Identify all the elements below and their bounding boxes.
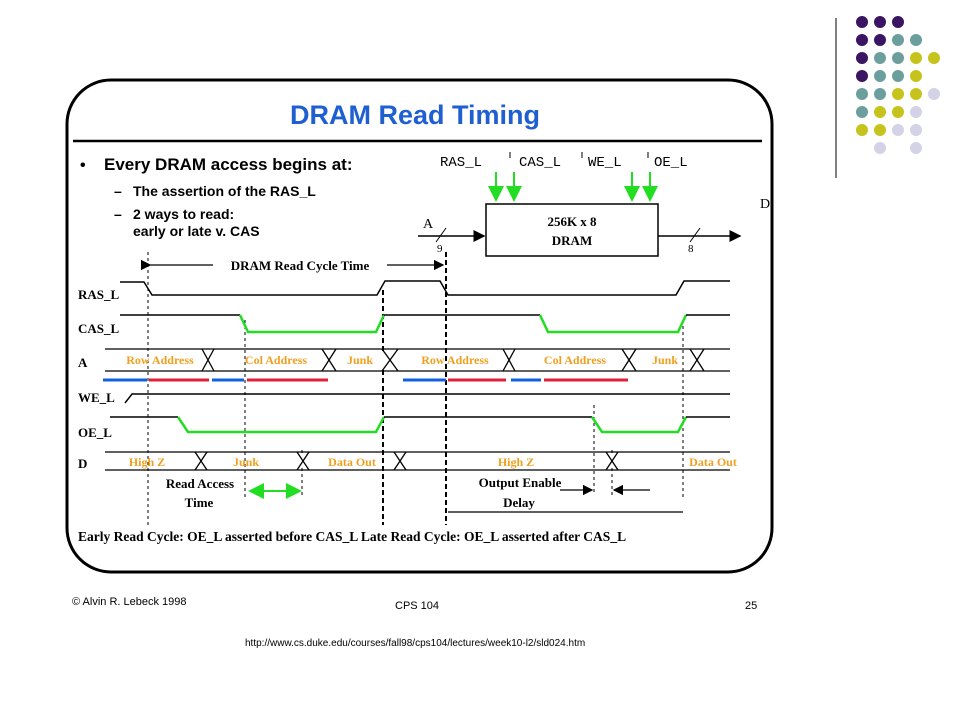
dram-block-diagram: RAS_L CAS_L WE_L OE_L 256K x 8 DRAM A 9 … (418, 152, 770, 257)
dash-glyph-2: – (114, 206, 122, 222)
cycle-time-label: DRAM Read Cycle Time (231, 258, 370, 273)
read-access-label: Read Access (166, 476, 234, 491)
data-out-2: Data Out (689, 455, 737, 469)
slide-title: DRAM Read Timing (290, 100, 540, 130)
data-out-1: Data Out (328, 455, 376, 469)
addr-bus-width: 9 (437, 243, 443, 255)
signal-cas: CAS_L (78, 321, 120, 336)
slide-frame (65, 78, 774, 574)
data-highz-1: High Z (129, 455, 165, 469)
waveform-ras (120, 280, 730, 296)
output-enable-label-2: Delay (503, 495, 535, 510)
addr-col-1: Col Address (245, 353, 307, 367)
waveform-oe-low-1 (176, 416, 386, 434)
footer-copyright: © Alvin R. Lebeck 1998 (72, 596, 187, 608)
waveform-cas-low-1 (238, 314, 386, 334)
sub-bullet-ras: The assertion of the RAS_L (133, 183, 316, 199)
dram-input-cas: CAS_L (519, 155, 561, 171)
data-junk: Junk (233, 455, 259, 469)
waveform-oe-low-2 (590, 416, 688, 434)
bullet-glyph: • (80, 157, 86, 174)
output-enable-label: Output Enable (479, 475, 562, 490)
read-access-label-2: Time (185, 495, 214, 510)
dram-addr-label: A (423, 217, 434, 232)
addr-col-2: Col Address (544, 353, 606, 367)
addr-junk-2: Junk (652, 353, 678, 367)
sub-bullet-ways: 2 ways to read: (133, 206, 234, 222)
dram-chip-label: DRAM (552, 233, 592, 248)
timing-caption: Early Read Cycle: OE_L asserted before C… (78, 529, 626, 544)
addr-row-2: Row Address (421, 353, 489, 367)
data-bus-width: 8 (688, 243, 694, 255)
data-highz-2: High Z (498, 455, 534, 469)
footer-course: CPS 104 (395, 600, 439, 612)
dram-data-label: D (760, 197, 770, 212)
waveform-address (105, 348, 730, 372)
source-url: http://www.cs.duke.edu/courses/fall98/cp… (245, 638, 586, 649)
waveform-cas-low-2 (538, 314, 688, 334)
signal-a: A (78, 355, 88, 370)
dram-input-oe: OE_L (654, 155, 688, 171)
dram-chip-size: 256K x 8 (547, 214, 597, 229)
addr-junk-1: Junk (347, 353, 373, 367)
signal-we: WE_L (78, 390, 115, 405)
dram-chip-box (485, 203, 659, 257)
waveform-we (124, 393, 730, 404)
sub-bullet-ways-2: early or late v. CAS (133, 223, 260, 239)
decorative-dot-grid (856, 16, 940, 154)
signal-d: D (78, 456, 87, 471)
addr-row-1: Row Address (126, 353, 194, 367)
dash-glyph-1: – (114, 183, 122, 199)
waveform-data (105, 451, 730, 471)
signal-oe: OE_L (78, 425, 112, 440)
bullet-main: Every DRAM access begins at: (104, 155, 353, 174)
dram-input-we: WE_L (588, 155, 622, 171)
dram-input-ras: RAS_L (440, 155, 482, 171)
signal-ras: RAS_L (78, 287, 120, 302)
footer-page-number: 25 (745, 600, 757, 612)
